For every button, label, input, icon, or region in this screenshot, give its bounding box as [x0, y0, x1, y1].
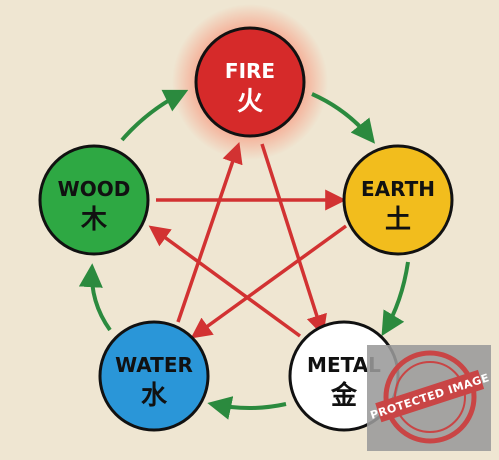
node-water-circle: [98, 320, 210, 432]
node-wood: WOOD 木: [38, 144, 150, 256]
arrow-wood-to-fire: [120, 89, 189, 142]
arrow-water-to-fire: [176, 142, 243, 323]
arrow-metal-to-wood: [148, 225, 302, 338]
arrow-fire-to-metal: [260, 143, 327, 337]
arrow-water-to-wood: [78, 263, 112, 332]
node-water: WATER 水: [98, 320, 210, 432]
node-water-name: WATER: [115, 353, 193, 377]
controlling-cycle: [148, 142, 348, 339]
arrow-earth-to-water: [190, 224, 348, 339]
watermark-stamp-ring-outer: [383, 350, 477, 444]
node-water-char: 水: [141, 381, 168, 411]
node-earth-circle: [342, 144, 454, 256]
node-earth-char: 土: [385, 205, 411, 235]
node-metal-char: 金: [330, 380, 358, 411]
node-wood-circle: [38, 144, 150, 256]
node-fire-char: 火: [237, 87, 263, 117]
node-fire: FIRE 火: [194, 26, 306, 138]
node-fire-circle: [194, 26, 306, 138]
node-wood-name: WOOD: [58, 177, 131, 201]
generating-cycle: [78, 89, 410, 420]
protected-image-watermark: PROTECTED IMAGE: [367, 345, 491, 451]
arrow-fire-to-earth: [311, 92, 375, 144]
node-earth: EARTH 土: [342, 144, 454, 256]
node-wood-char: 木: [80, 205, 107, 235]
node-fire-name: FIRE: [225, 59, 275, 83]
watermark-banner: [375, 369, 485, 423]
node-earth-name: EARTH: [361, 177, 435, 201]
arrow-earth-to-metal: [381, 261, 410, 337]
arrow-metal-to-water: [207, 396, 287, 420]
